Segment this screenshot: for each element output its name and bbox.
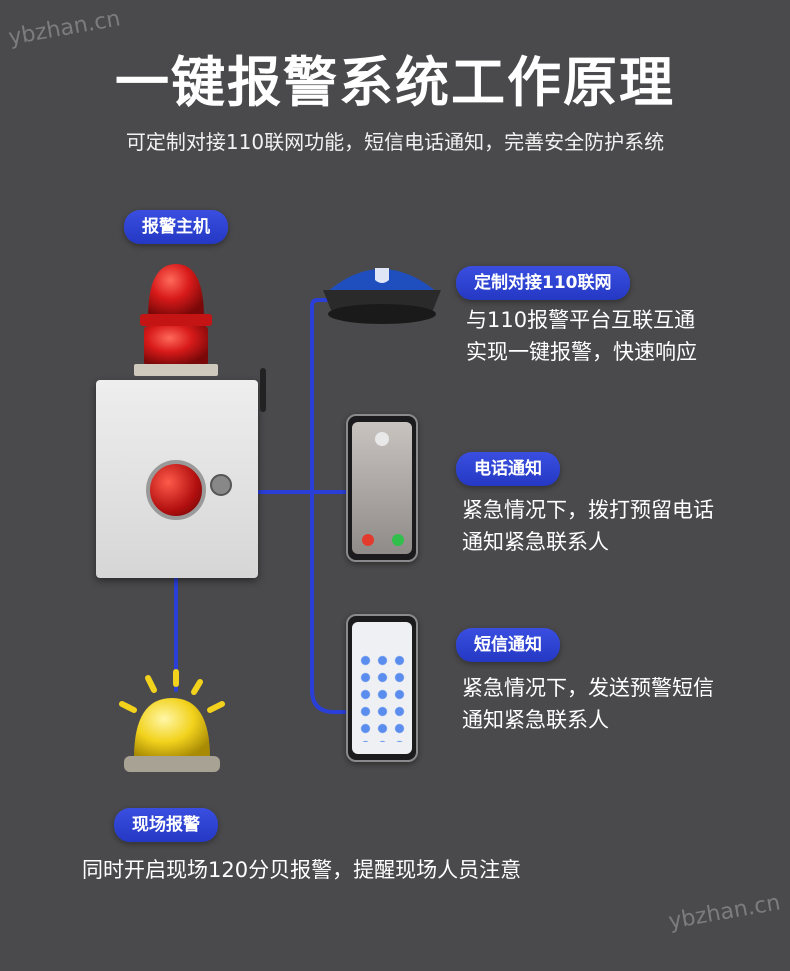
yellow-beacon-icon [119,669,225,772]
alarm-panel-button [146,460,206,520]
call-desc-line-1: 紧急情况下，拨打预留电话 [462,498,714,522]
sms-desc-line-1: 紧急情况下，发送预警短信 [462,676,714,700]
call-desc-line-2: 通知紧急联系人 [462,530,609,554]
page-title: 一键报警系统工作原理 [115,51,675,114]
sms-desc-line-2: 通知紧急联系人 [462,708,609,732]
red-beacon-icon [134,264,218,376]
page-subtitle: 可定制对接110联网功能，短信电话通知，完善安全防护系统 [125,130,665,154]
caller-avatar-icon [375,432,389,446]
onsite-label: 现场报警 [114,808,218,842]
police-desc-line-1: 与110报警平台互联互通 [466,308,696,332]
accept-call-icon [392,534,404,546]
phone-call-screen [346,414,418,562]
antenna-icon [260,368,266,412]
decline-call-icon [362,534,374,546]
onsite-desc: 同时开启现场120分贝报警，提醒现场人员注意 [82,858,522,882]
key-switch-icon [210,474,232,496]
alarm-host-box [96,368,266,578]
call-label: 电话通知 [456,452,560,486]
app-grid-icon [357,652,407,742]
phone-sms-screen [346,614,418,762]
host-label: 报警主机 [124,210,228,244]
police-hat-icon [323,268,441,324]
police-desc-line-2: 实现一键报警，快速响应 [466,340,697,364]
police-label: 定制对接110联网 [456,266,630,300]
sms-label: 短信通知 [456,628,560,662]
